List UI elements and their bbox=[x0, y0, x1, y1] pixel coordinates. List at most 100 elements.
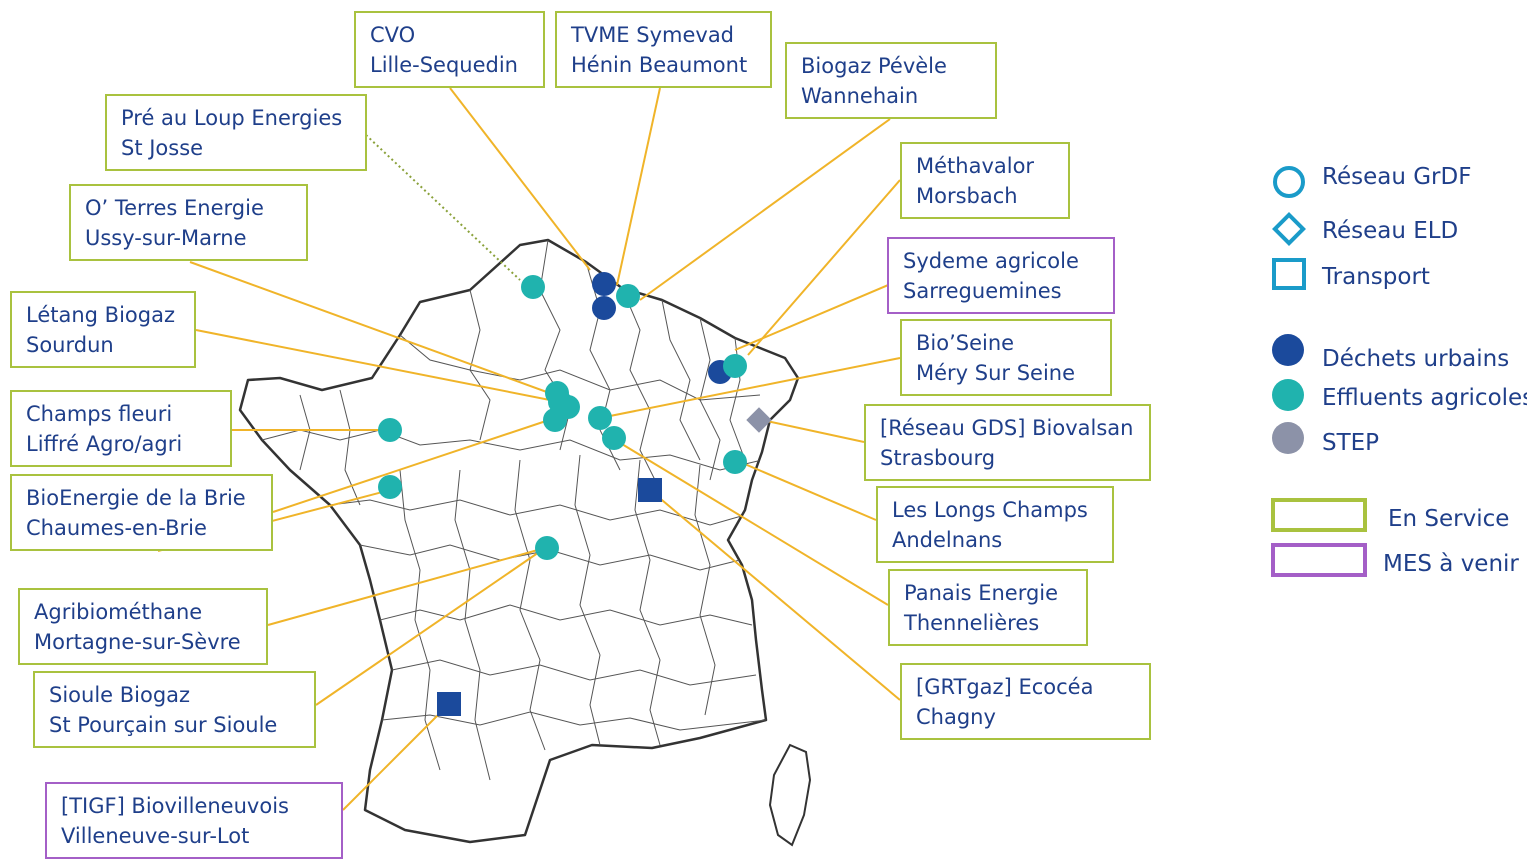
department-border-21 bbox=[339, 389, 361, 506]
site-box-sioule-biogaz: Sioule Biogaz St Pourçain sur Sioule bbox=[33, 671, 316, 748]
site-box-champs-fleuri: Champs fleuri Liffré Agro/agri bbox=[10, 390, 232, 467]
site-location: Villeneuve-sur-Lot bbox=[61, 824, 250, 848]
leader-line-8 bbox=[599, 357, 901, 419]
site-name: TVME Symevad bbox=[571, 23, 735, 47]
legend-agricole-dot-icon bbox=[1272, 379, 1304, 411]
site-box-methavalor: Méthavalor Morsbach bbox=[900, 142, 1070, 219]
legend-square-icon bbox=[1272, 258, 1306, 290]
department-border-17 bbox=[574, 454, 601, 746]
corsica bbox=[768, 743, 812, 847]
site-location: St Josse bbox=[121, 136, 204, 160]
site-name: Agribiométhane bbox=[34, 600, 203, 624]
site-name: CVO bbox=[370, 23, 416, 47]
site-marker-urbain bbox=[592, 272, 616, 296]
site-marker-agricole bbox=[723, 354, 747, 378]
department-border-8 bbox=[261, 429, 763, 471]
site-box-pre-au-loup: Pré au Loup Energies St Josse bbox=[105, 94, 367, 171]
site-box-tvme-symevad: TVME Symevad Hénin Beaumont bbox=[555, 11, 772, 88]
legend-step-dot-icon bbox=[1272, 422, 1304, 454]
site-marker-urbain bbox=[592, 296, 616, 320]
legend-circle-icon bbox=[1273, 166, 1305, 198]
site-marker-agricole bbox=[723, 450, 747, 474]
site-location: Chagny bbox=[916, 705, 996, 729]
department-border-18 bbox=[634, 459, 661, 746]
site-marker-square-urbain bbox=[638, 478, 662, 502]
leader-line-4 bbox=[747, 179, 901, 356]
department-border-9 bbox=[329, 499, 746, 526]
site-name: Méthavalor bbox=[916, 154, 1035, 178]
site-name: Panais Energie bbox=[904, 581, 1059, 605]
site-marker-agricole bbox=[521, 275, 545, 299]
department-border-19 bbox=[694, 464, 716, 716]
site-name: Pré au Loup Energies bbox=[121, 106, 343, 130]
site-location: Liffré Agro/agri bbox=[26, 432, 183, 456]
leader-lines bbox=[157, 87, 901, 811]
leader-line-14 bbox=[611, 437, 889, 606]
site-marker-diamond-step bbox=[746, 407, 772, 433]
site-location: Wannehain bbox=[801, 84, 919, 108]
legend-mes-a-venir-swatch bbox=[1271, 543, 1367, 577]
legend-dechets-urbains: Déchets urbains bbox=[1322, 346, 1510, 372]
legend-en-service: En Service bbox=[1388, 506, 1510, 532]
leader-line-17 bbox=[342, 704, 449, 811]
legend-diamond-icon bbox=[1272, 212, 1306, 246]
france-outline bbox=[238, 238, 812, 847]
france-mainland bbox=[238, 238, 800, 844]
site-marker-agricole bbox=[378, 418, 402, 442]
site-location: St Pourçain sur Sioule bbox=[49, 713, 278, 737]
site-name: [GRTgaz] Ecocéa bbox=[916, 675, 1094, 699]
site-marker-agricole bbox=[602, 426, 626, 450]
department-border-16 bbox=[514, 459, 546, 751]
site-marker-agricole bbox=[378, 475, 402, 499]
site-box-letang-biogaz: Létang Biogaz Sourdun bbox=[10, 291, 196, 368]
site-name: Sydeme agricole bbox=[903, 249, 1079, 273]
site-box-biovalsan: [Réseau GDS] Biovalsan Strasbourg bbox=[864, 404, 1151, 481]
site-name: BioEnergie de la Brie bbox=[26, 486, 246, 510]
site-name: Sioule Biogaz bbox=[49, 683, 191, 707]
site-box-les-longs-champs: Les Longs Champs Andelnans bbox=[876, 486, 1114, 563]
leader-line-0 bbox=[449, 87, 591, 271]
site-name: Biogaz Pévèle bbox=[801, 54, 947, 78]
department-border-13 bbox=[381, 711, 767, 731]
department-border-4 bbox=[661, 299, 701, 461]
site-location: Mortagne-sur-Sèvre bbox=[34, 630, 241, 654]
site-location: Sarreguemines bbox=[903, 279, 1062, 303]
legend-en-service-swatch bbox=[1271, 498, 1367, 532]
department-border-12 bbox=[391, 659, 757, 686]
site-location: Sourdun bbox=[26, 333, 114, 357]
leader-line-6 bbox=[734, 279, 901, 351]
site-name: O’ Terres Energie bbox=[85, 196, 264, 220]
site-location: Chaumes-en-Brie bbox=[26, 516, 207, 540]
site-markers bbox=[378, 272, 772, 716]
leader-line-10 bbox=[761, 419, 865, 443]
site-box-biovilleneuvois: [TIGF] Biovilleneuvois Villeneuve-sur-Lo… bbox=[45, 782, 343, 859]
legend-reseau-grdf: Réseau GrDF bbox=[1322, 164, 1472, 190]
legend-step: STEP bbox=[1322, 430, 1380, 456]
site-location: Morsbach bbox=[916, 184, 1018, 208]
leader-line-5 bbox=[189, 261, 556, 396]
leader-line-2 bbox=[639, 118, 891, 301]
site-marker-agricole bbox=[616, 284, 640, 308]
site-box-bio-seine: Bio’Seine Méry Sur Seine bbox=[900, 319, 1112, 396]
site-box-o-terres-energie: O’ Terres Energie Ussy-sur-Marne bbox=[69, 184, 308, 261]
leader-line-11 bbox=[272, 417, 556, 513]
site-box-biogaz-pevele: Biogaz Pévèle Wannehain bbox=[785, 42, 997, 119]
site-box-sydeme-agricole: Sydeme agricole Sarreguemines bbox=[887, 237, 1115, 314]
leader-line-15 bbox=[315, 547, 546, 706]
leader-line-3 bbox=[365, 134, 521, 281]
legend-reseau-eld: Réseau ELD bbox=[1322, 218, 1459, 244]
site-box-agribiomethane: Agribiométhane Mortagne-sur-Sèvre bbox=[18, 588, 268, 665]
legend-icons bbox=[1271, 166, 1367, 577]
leader-line-7 bbox=[195, 329, 561, 403]
department-border-14 bbox=[399, 469, 441, 771]
site-name: Champs fleuri bbox=[26, 402, 173, 426]
site-name: Bio’Seine bbox=[916, 331, 1015, 355]
leader-line-13 bbox=[267, 547, 546, 626]
site-location: Hénin Beaumont bbox=[571, 53, 748, 77]
site-box-panais-energie: Panais Energie Thennelières bbox=[888, 569, 1088, 646]
site-location: Ussy-sur-Marne bbox=[85, 226, 247, 250]
site-name: Les Longs Champs bbox=[892, 498, 1088, 522]
site-box-ecocea: [GRTgaz] Ecocéa Chagny bbox=[900, 663, 1151, 740]
department-border-11 bbox=[379, 604, 753, 626]
